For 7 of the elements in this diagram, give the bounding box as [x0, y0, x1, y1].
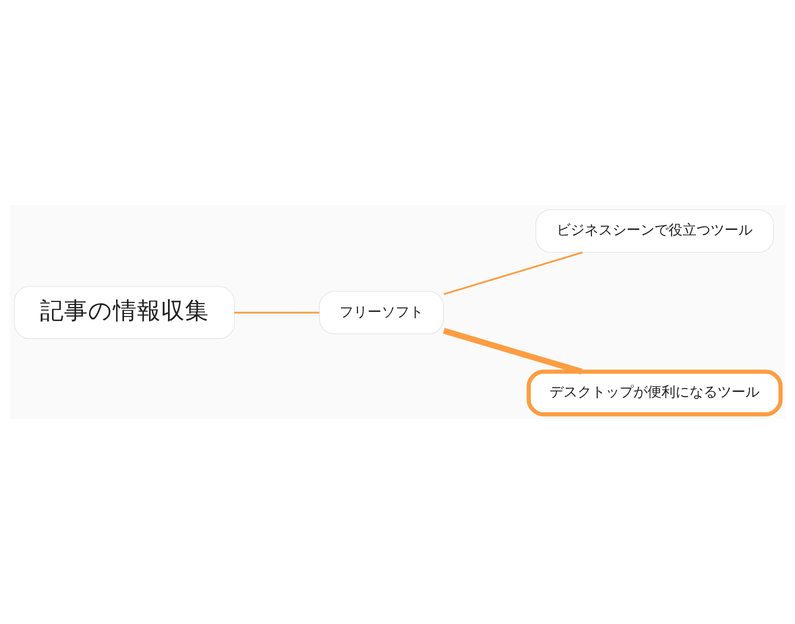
node-box: 記事の情報収集	[14, 286, 235, 339]
node-box: フリーソフト	[319, 290, 444, 334]
node-box: デスクトップが便利になるツール	[526, 370, 783, 416]
connector	[442, 328, 582, 374]
connector	[444, 252, 583, 296]
node-box: ビジネスシーンで役立つツール	[535, 209, 774, 253]
connector	[234, 312, 320, 314]
